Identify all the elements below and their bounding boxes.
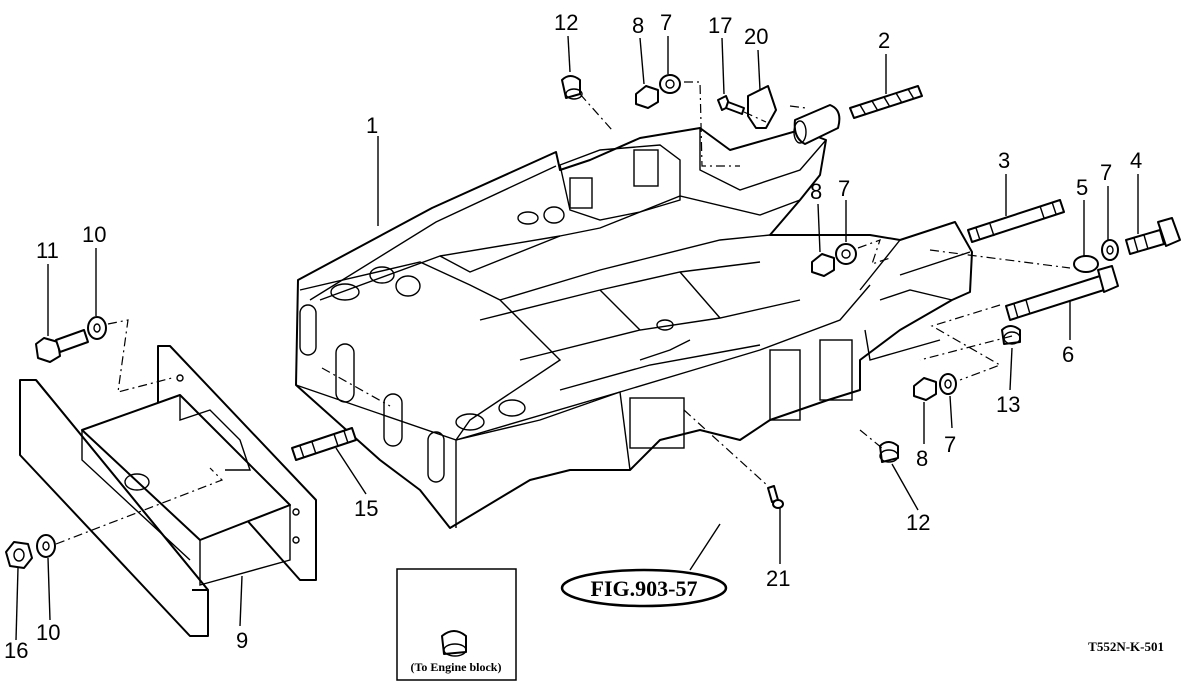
washer-7d [939,373,957,395]
main-frame [295,104,973,529]
drawing-reference: T552N-K-501 [1088,639,1164,654]
washer-7c [1101,239,1119,261]
nut-8c [913,377,937,401]
washer-7a [659,74,681,94]
callout-10a: 10 [82,222,106,247]
stud-15 [291,427,357,461]
plug-14 [441,630,467,657]
callout-20: 20 [744,24,768,49]
washer-10b [36,534,56,558]
figure-label: FIG.903-57 [560,568,728,608]
screw-21 [767,485,784,509]
callout-12b: 12 [906,510,930,535]
callout-1: 1 [366,113,378,138]
callouts: 1 2 3 4 5 6 7 7 7 7 8 8 8 9 10 10 11 12 … [4,10,1142,663]
callout-7a: 7 [660,10,672,35]
washer-7b [835,243,857,265]
clamp-20 [747,85,777,129]
callout-12a: 12 [554,10,578,35]
assembly-lines [55,81,1071,545]
washer-10a [87,316,107,340]
callout-8b: 8 [810,179,822,204]
stud-2 [849,85,923,119]
plug-13 [1001,325,1021,345]
callout-8a: 8 [632,13,644,38]
callout-9: 9 [236,628,248,653]
callout-4: 4 [1130,148,1142,173]
callout-7b: 7 [838,176,850,201]
leader-lines [15,35,1139,641]
nut-16 [5,541,33,569]
callout-7c: 7 [1100,160,1112,185]
screw-17 [717,95,745,115]
weight-bracket [19,345,317,637]
plug-12b [879,441,899,463]
callout-17: 17 [708,13,732,38]
plug-12a [561,75,583,100]
callout-5: 5 [1076,175,1088,200]
bolt-6 [1005,265,1119,321]
inset-note: (To Engine block) [411,660,502,674]
callout-6: 6 [1062,342,1074,367]
callout-15: 15 [354,496,378,521]
figure-label-text: FIG.903-57 [591,576,698,601]
bolt-11 [35,329,89,363]
callout-16: 16 [4,638,28,663]
callout-10b: 10 [36,620,60,645]
nut-8b [811,253,835,277]
callout-11: 11 [36,238,59,263]
bolt-4 [1125,217,1181,255]
nut-8a [635,85,659,109]
callout-7d: 7 [944,432,956,457]
callout-3: 3 [998,148,1010,173]
callout-13: 13 [996,392,1020,417]
callout-8c: 8 [916,446,928,471]
sleeve-5 [1073,255,1099,273]
stud-3 [967,199,1065,243]
callout-2: 2 [878,28,890,53]
inset-box: (To Engine block) [396,568,517,681]
callout-21: 21 [766,566,790,591]
